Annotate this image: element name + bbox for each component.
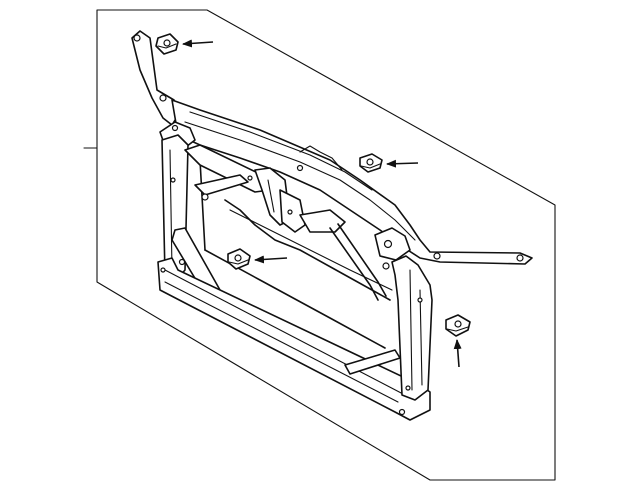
clip-nut-1 [155, 33, 179, 55]
clip-nut-3 [227, 248, 251, 270]
callout-arrow-3 [254, 255, 288, 264]
background-panel [96, 9, 556, 481]
radiator-support-frame [131, 30, 533, 421]
clip-nut-2 [359, 153, 383, 173]
callout-arrow-4 [453, 339, 462, 368]
callout-arrow-1 [182, 39, 214, 48]
callout-arrow-2 [386, 159, 419, 168]
clip-nut-4 [445, 314, 471, 337]
